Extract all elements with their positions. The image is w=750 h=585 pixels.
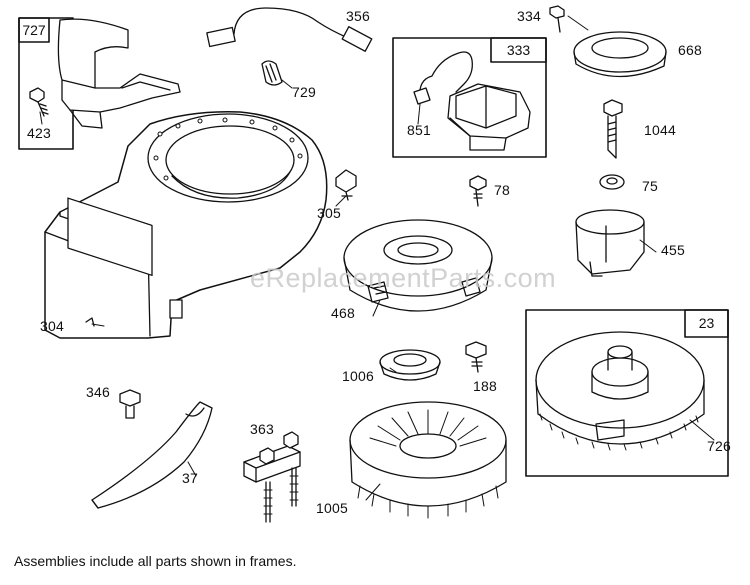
label-334[interactable]: 334 [517,8,541,24]
part-668-plate[interactable] [573,31,667,78]
part-363-bracket[interactable] [243,431,301,523]
label-729[interactable]: 729 [292,84,316,100]
frame-label-23[interactable]: 23 [698,315,715,331]
frame-label-727[interactable]: 727 [22,22,46,38]
part-729-grommet[interactable] [261,60,283,86]
part-78-screw[interactable] [469,175,487,207]
part-188-screw[interactable] [465,341,487,373]
label-78[interactable]: 78 [494,182,510,198]
footer-note: Assemblies include all parts shown in fr… [14,553,297,569]
label-468[interactable]: 468 [331,305,355,321]
leader-lines [39,15,715,501]
watermark: eReplacementParts.com [250,263,557,293]
part-334-screw[interactable] [549,5,565,33]
label-1006[interactable]: 1006 [342,368,374,384]
label-668[interactable]: 668 [678,42,702,58]
label-188[interactable]: 188 [473,378,497,394]
label-346[interactable]: 346 [86,384,110,400]
frame-333[interactable] [392,37,547,158]
label-356[interactable]: 356 [346,8,370,24]
frame-label-333[interactable]: 333 [506,42,531,58]
label-726[interactable]: 726 [707,438,731,454]
part-1006-retainer[interactable] [379,349,441,381]
label-304[interactable]: 304 [40,318,64,334]
part-468-cover[interactable] [343,219,493,312]
label-851[interactable]: 851 [407,122,431,138]
label-75[interactable]: 75 [642,178,658,194]
label-1005[interactable]: 1005 [316,500,348,516]
part-75-washer[interactable] [599,174,625,190]
label-305[interactable]: 305 [317,205,341,221]
part-346-screw[interactable] [119,389,141,419]
label-363[interactable]: 363 [250,421,274,437]
part-1005-fan[interactable] [349,401,507,519]
label-455[interactable]: 455 [661,242,685,258]
part-423-screw[interactable] [29,87,49,117]
label-1044[interactable]: 1044 [644,122,676,138]
frame-23[interactable] [525,309,729,477]
part-37-air-guide[interactable] [91,401,213,509]
part-851-armature[interactable] [413,51,531,151]
part-304-blower-housing[interactable] [44,111,328,339]
part-726-flywheel[interactable] [535,331,705,451]
part-305-screw[interactable] [335,169,357,201]
part-727-baffle[interactable] [57,18,181,129]
label-37[interactable]: 37 [182,470,198,486]
part-356-wire[interactable] [206,7,373,52]
part-1044-bolt[interactable] [603,99,623,159]
label-423[interactable]: 423 [27,125,51,141]
part-455-cup[interactable] [575,209,645,277]
